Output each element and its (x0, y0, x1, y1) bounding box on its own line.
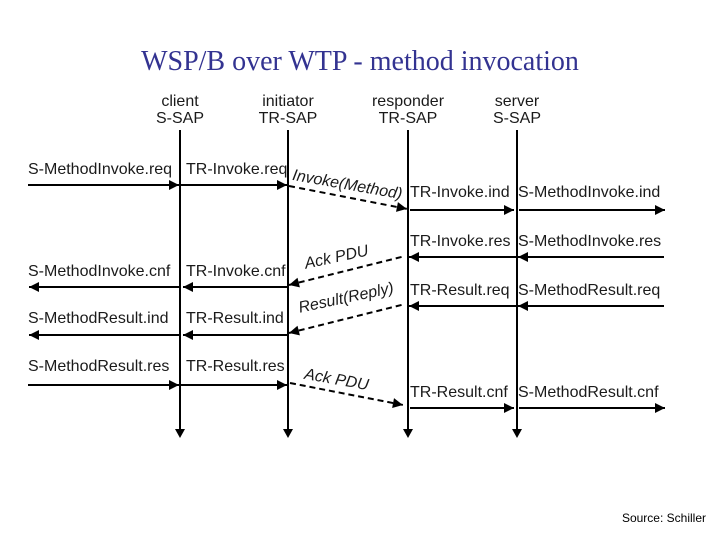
column-header-responder: responder TR-SAP (348, 93, 468, 127)
arrow-tr-result-req (409, 301, 516, 311)
label-tr-result-cnf: TR-Result.cnf (410, 384, 508, 401)
column-role-responder: responder (371, 93, 445, 110)
slide-title: WSP/B over WTP - method invocation (141, 46, 579, 77)
arrow-tr-result-res (181, 380, 287, 390)
label-s-methodresult-ind: S-MethodResult.ind (28, 310, 169, 327)
label-tr-invoke-cnf: TR-Invoke.cnf (186, 263, 286, 280)
arrow-s-methodresult-ind (29, 330, 181, 340)
pdu-label-result-reply: Result(Reply) (297, 279, 396, 317)
label-s-methodinvoke-res: S-MethodInvoke.res (518, 233, 662, 250)
arrow-s-methodinvoke-req (28, 180, 179, 190)
arrow-tr-invoke-res (409, 252, 516, 262)
arrow-tr-invoke-ind (410, 205, 514, 215)
label-tr-invoke-res: TR-Invoke.res (410, 233, 511, 250)
column-sap-server: S-SAP (492, 110, 541, 127)
arrow-s-methodresult-res (28, 380, 179, 390)
label-s-methodresult-res: S-MethodResult.res (28, 358, 170, 375)
column-header-client: client S-SAP (120, 93, 240, 127)
column-sap-responder: TR-SAP (378, 110, 438, 127)
label-tr-invoke-ind: TR-Invoke.ind (410, 184, 510, 201)
column-header-server: server S-SAP (457, 93, 577, 127)
column-sap-initiator: TR-SAP (258, 110, 318, 127)
arrow-s-methodinvoke-cnf (29, 282, 181, 292)
column-role-server: server (494, 93, 540, 110)
label-tr-result-res: TR-Result.res (186, 358, 285, 375)
pdu-label-ack-upper: Ack PDU (303, 242, 371, 273)
lifeline-server (516, 130, 518, 429)
column-header-initiator: initiator TR-SAP (228, 93, 348, 127)
label-tr-result-req: TR-Result.req (410, 282, 510, 299)
lifeline-client (179, 130, 181, 429)
label-tr-result-ind: TR-Result.ind (186, 310, 284, 327)
label-s-methodinvoke-ind: S-MethodInvoke.ind (518, 184, 661, 201)
arrow-s-methodresult-cnf (519, 403, 665, 413)
column-role-client: client (161, 93, 199, 110)
column-role-initiator: initiator (262, 93, 314, 110)
arrow-s-methodinvoke-res (518, 252, 664, 262)
source-credit: Source: Schiller (621, 511, 706, 525)
label-s-methodinvoke-cnf: S-MethodInvoke.cnf (28, 263, 171, 280)
arrow-s-methodresult-req (518, 301, 664, 311)
label-s-methodresult-cnf: S-MethodResult.cnf (518, 384, 659, 401)
label-tr-invoke-req: TR-Invoke.req (186, 161, 288, 178)
label-s-methodinvoke-req: S-MethodInvoke.req (28, 161, 173, 178)
arrow-s-methodinvoke-ind (519, 205, 665, 215)
label-s-methodresult-req: S-MethodResult.req (518, 282, 661, 299)
arrow-tr-result-ind (183, 330, 288, 340)
arrow-tr-invoke-req (181, 180, 287, 190)
column-sap-client: S-SAP (155, 110, 204, 127)
arrow-tr-result-cnf (410, 403, 514, 413)
lifeline-responder (407, 130, 409, 429)
arrow-tr-invoke-cnf (183, 282, 288, 292)
